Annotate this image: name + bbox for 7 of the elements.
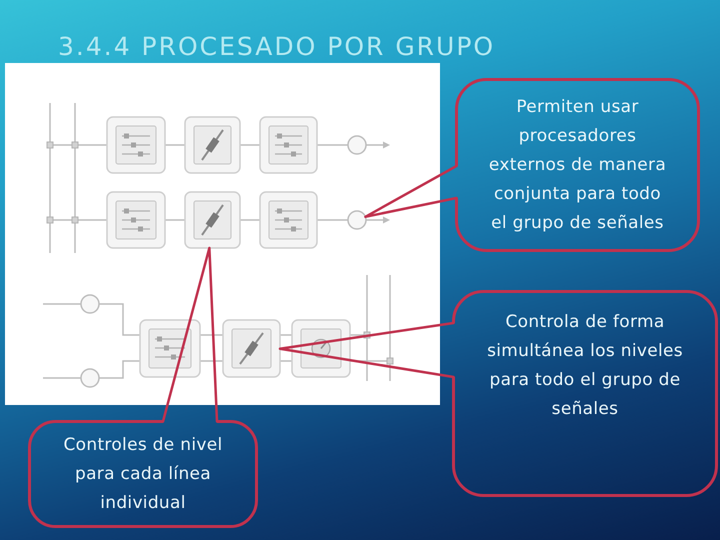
callout-bubble xyxy=(455,78,700,252)
slide-title: 3.4.4 PROCESADO POR GRUPO xyxy=(58,33,496,61)
callout-text: Controles de nivel para cada línea individual xyxy=(62,434,224,514)
callout-bubble xyxy=(452,290,718,497)
callout-text: Permiten usar procesadores externos de manera conjunta para todo el grupo de señales xyxy=(488,96,668,234)
callout-text: Controla de forma simultánea los niveles para todo el grupo de señales xyxy=(486,311,684,421)
callout-bubble xyxy=(28,420,258,528)
